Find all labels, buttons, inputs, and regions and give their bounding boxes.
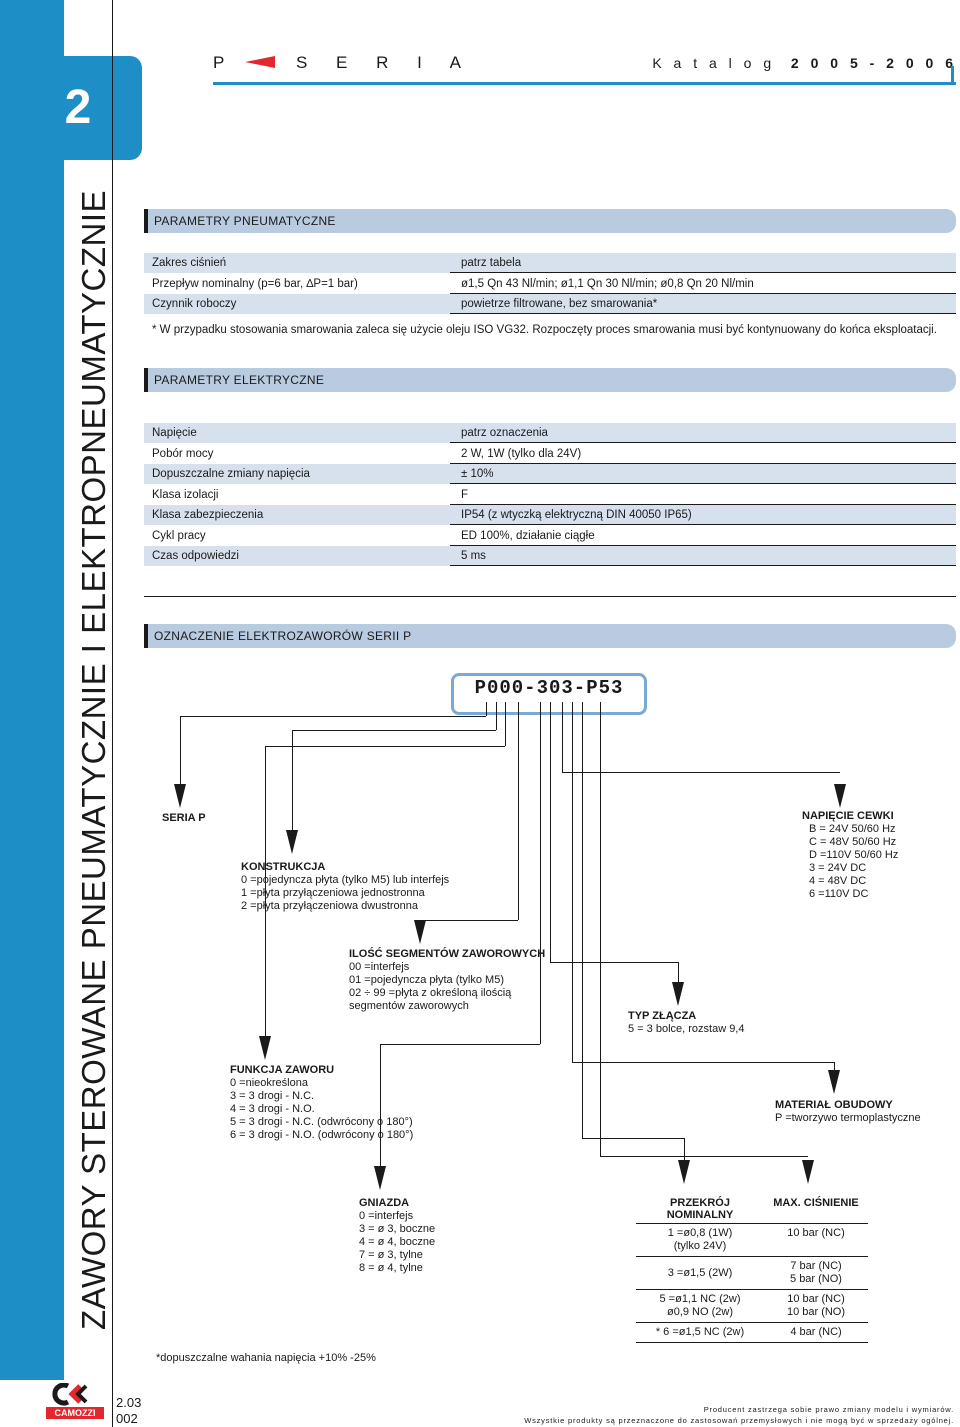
pointer-arrow-icon xyxy=(374,1166,386,1190)
connector-line xyxy=(600,1156,808,1157)
connector-line xyxy=(180,716,181,784)
connector-line xyxy=(496,702,497,730)
series-word: S E R I A xyxy=(296,53,473,72)
red-arrow-icon xyxy=(245,56,275,68)
header-rule xyxy=(213,82,956,85)
callout-gniazda: GNIAZDA 0 =interfejs 3 = ø 3, boczne 4 =… xyxy=(359,1197,436,1274)
electric-section-header: PARAMETRY ELEKTRYCZNE xyxy=(144,368,956,392)
section-rule xyxy=(144,596,956,597)
connector-line xyxy=(562,702,563,772)
product-code: P000-303-P53 xyxy=(474,677,624,699)
sidebar-divider xyxy=(112,0,113,1427)
lubrication-note: * W przypadku stosowania smarowania zale… xyxy=(152,324,937,336)
pointer-arrow-icon xyxy=(174,784,186,808)
page-number: 002 xyxy=(116,1411,138,1426)
connector-line xyxy=(292,730,496,731)
connector-line xyxy=(600,702,601,1156)
catalog-label: K a t a l o g 2 0 0 5 - 2 0 0 6 xyxy=(652,55,957,71)
pressure-table: PRZEKRÓJ NOMINALNY MAX. CIŚNIENIE 1 =ø0,… xyxy=(636,1197,868,1343)
table-row: 5 =ø1,1 NC (2w)ø0,9 NO (2w) 10 bar (NC)1… xyxy=(636,1290,868,1323)
pointer-arrow-icon xyxy=(414,920,426,944)
callout-ilosc-segmentow: ILOŚĆ SEGMENTÓW ZAWOROWYCH 00 =interfejs… xyxy=(349,948,546,1012)
pointer-arrow-icon xyxy=(828,1070,840,1094)
pointer-arrow-icon xyxy=(802,1160,814,1184)
table-row: 3 =ø1,5 (2W) 7 bar (NC)5 bar (NO) xyxy=(636,1257,868,1290)
table-row: * 6 =ø1,5 NC (2w) 4 bar (NC) xyxy=(636,1323,868,1343)
connector-line xyxy=(572,1062,834,1063)
tab-curve xyxy=(64,160,144,220)
connector-line xyxy=(550,962,678,963)
connector-line xyxy=(540,702,541,1044)
table-row: 1 =ø0,8 (1W)(tylko 24V) 10 bar (NC) xyxy=(636,1224,868,1257)
camozzi-logo: CAMOZZI xyxy=(46,1382,104,1419)
footer-disclaimer-2: Wszystkie produkty są przeznaczone do za… xyxy=(524,1416,954,1425)
table-row: Dopuszczalne zmiany napięcia± 10% xyxy=(144,464,956,484)
connector-line xyxy=(562,772,840,773)
callout-napiecie-cewki: NAPIĘCIE CEWKI B = 24V 50/60 Hz C = 48V … xyxy=(802,810,899,900)
table-row: Przepływ nominalny (p=6 bar, ∆P=1 bar)ø1… xyxy=(144,274,956,294)
pneumatic-section-header: PARAMETRY PNEUMATYCZNE xyxy=(144,209,956,233)
connector-line xyxy=(486,702,487,716)
connector-line xyxy=(505,702,506,746)
section-number: 2 xyxy=(64,81,92,134)
code-frame xyxy=(451,673,647,715)
connector-line xyxy=(292,730,293,830)
callout-konstrukcja: KONSTRUKCJA 0 =pojedyncza płyta (tylko M… xyxy=(241,861,450,912)
vertical-title: ZAWORY STEROWANE PNEUMATYCZNIE I ELEKTRO… xyxy=(75,189,112,1330)
voltage-footnote: *dopuszczalne wahania napięcia +10% -25% xyxy=(156,1352,376,1364)
connector-line xyxy=(518,702,519,920)
callout-funkcja-zaworu: FUNKCJA ZAWORU 0 =nieokreślona 3 = 3 dro… xyxy=(230,1064,414,1141)
pointer-arrow-icon xyxy=(672,982,684,1006)
column-header: PRZEKRÓJ NOMINALNY xyxy=(666,1197,734,1221)
column-header: MAX. CIŚNIENIE xyxy=(773,1197,859,1209)
connector-line xyxy=(420,920,518,921)
pointer-arrow-icon xyxy=(259,1036,271,1060)
footer-disclaimer-1: Producent zastrzega sobie prawo zmiany m… xyxy=(703,1405,954,1414)
callout-seria: SERIA P xyxy=(162,812,206,824)
connector-line xyxy=(180,716,486,717)
series-letter: P xyxy=(213,53,227,72)
connector-line xyxy=(380,1044,381,1166)
logo-text: CAMOZZI xyxy=(54,1408,96,1418)
connector-line xyxy=(550,702,551,962)
connector-line xyxy=(265,746,505,747)
callout-material-obudowy: MATERIAŁ OBUDOWY P =tworzywo termoplasty… xyxy=(775,1099,921,1124)
pointer-arrow-icon xyxy=(286,830,298,854)
connector-line xyxy=(572,702,573,1062)
callout-typ-zlacza: TYP ZŁĄCZA 5 = 3 bolce, rozstaw 9,4 xyxy=(628,1010,745,1035)
page-section: 2.03 xyxy=(116,1395,142,1410)
connector-line xyxy=(834,1062,835,1070)
sidebar-band xyxy=(0,0,64,1380)
pointer-arrow-icon xyxy=(678,1160,690,1184)
connector-line xyxy=(265,746,266,1036)
designation-section-header: OZNACZENIE ELEKTROZAWORÓW SERII P xyxy=(144,624,956,648)
connector-line xyxy=(582,702,583,1138)
connector-line xyxy=(380,1044,540,1045)
connector-line xyxy=(582,1138,684,1139)
section-tab[interactable] xyxy=(36,56,142,160)
header-tick xyxy=(951,66,954,85)
connector-line xyxy=(678,962,679,982)
connector-line xyxy=(684,1138,685,1160)
pointer-arrow-icon xyxy=(834,784,846,808)
